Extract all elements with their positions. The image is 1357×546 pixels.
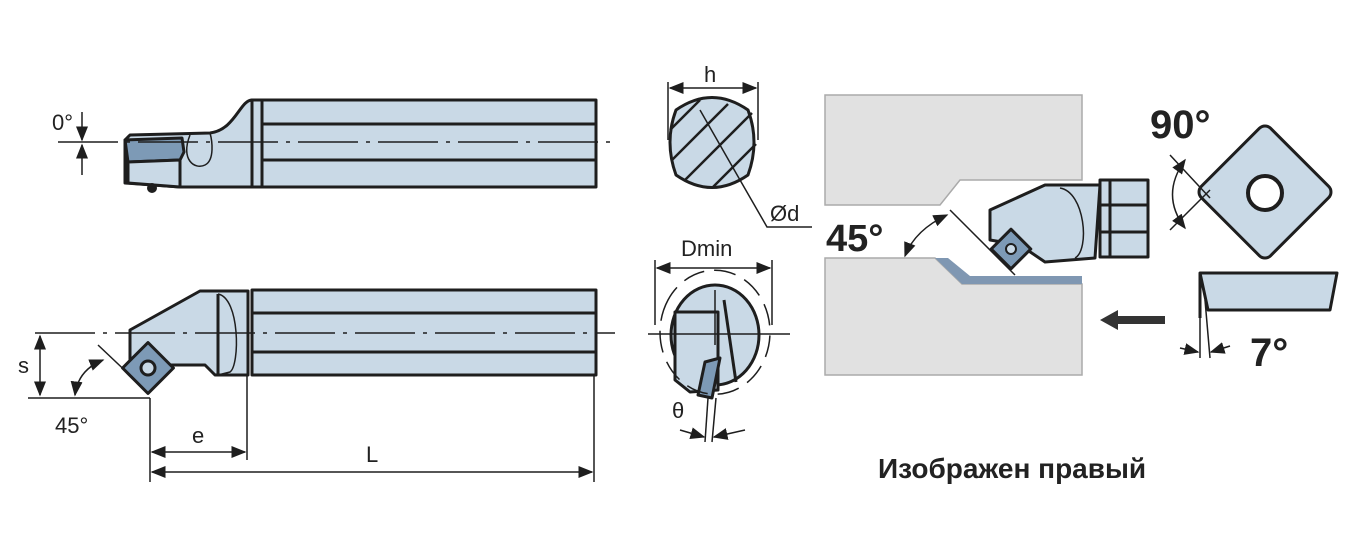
top-view: 0° [52, 98, 615, 193]
insert-detail: 90° 7° [1150, 103, 1339, 375]
theta-label: θ [672, 398, 684, 423]
feed-direction-arrow [1100, 310, 1165, 330]
caption: Изображен правый [878, 453, 1146, 484]
clearance-angle-label: 7° [1250, 331, 1288, 375]
approach-angle-label: 45° [55, 413, 88, 438]
s-label: s [18, 353, 29, 378]
rake-angle-label: 0° [52, 110, 73, 135]
bore-view: Dmin θ [648, 236, 790, 443]
h-label: h [704, 62, 716, 87]
L-label: L [366, 442, 378, 467]
machining-view: 45° [824, 94, 1165, 376]
machining-angle-label: 45° [826, 218, 883, 260]
diameter-label: Ød [770, 201, 799, 226]
side-view: s 45° e L [18, 288, 615, 482]
dmin-label: Dmin [681, 236, 732, 261]
corner-angle-label: 90° [1150, 103, 1211, 147]
chip-layer [935, 258, 1082, 284]
screw-icon [147, 183, 157, 193]
shank-section: h Ød [667, 62, 812, 228]
insert-top [123, 136, 186, 164]
e-label: e [192, 423, 204, 448]
